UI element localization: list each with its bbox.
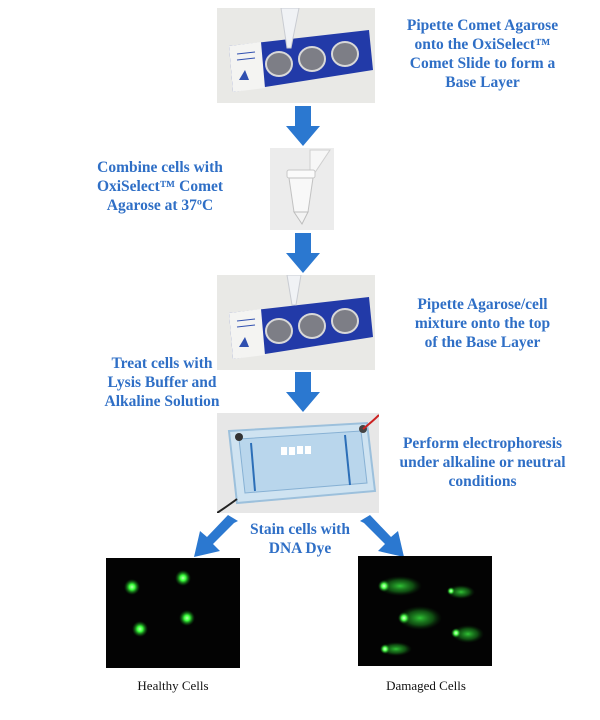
healthy-cells-caption: Healthy Cells: [137, 678, 209, 693]
diagonal-arrow-left: [190, 515, 238, 557]
step2-line-2: OxiSelect™ Comet: [96, 178, 224, 195]
comet-slide-photo-2: [217, 275, 375, 370]
tube-photo: [270, 148, 334, 230]
damaged-cells-caption: Damaged Cells: [386, 678, 466, 693]
step1-line-3: Comet Slide to form a: [409, 55, 556, 72]
step3-line-1: Pipette Agarose/cell: [417, 296, 548, 313]
step1-label: Pipette Comet Agarose onto the OxiSelect…: [380, 16, 585, 92]
step3-line-3: of the Base Layer: [424, 334, 541, 351]
step3-label: Pipette Agarose/cell mixture onto the to…: [385, 295, 580, 352]
step4-line-1: Treat cells with: [111, 355, 213, 372]
electrophoresis-tank-photo: [217, 413, 379, 513]
down-arrow-1: [286, 106, 320, 146]
step1-line-4: Base Layer: [445, 74, 520, 91]
healthy-cells-image: [106, 558, 240, 668]
step1-line-2: onto the OxiSelect™: [414, 36, 551, 53]
damaged-cells-image: [358, 556, 492, 666]
step2-label: Combine cells with OxiSelect™ Comet Agar…: [62, 158, 258, 215]
down-arrow-2: [286, 233, 320, 273]
down-arrow-3: [286, 372, 320, 412]
step4-label: Treat cells with Lysis Buffer and Alkali…: [62, 354, 262, 411]
step2-line-3: Agarose at 37ºC: [106, 197, 214, 214]
step5-line-3: conditions: [448, 473, 517, 490]
step6-line-2: DNA Dye: [268, 540, 332, 557]
comet-slide-photo-1: [217, 8, 375, 103]
step5-line-2: under alkaline or neutral: [399, 454, 566, 471]
step4-line-3: Alkaline Solution: [104, 393, 220, 410]
step1-line-1: Pipette Comet Agarose: [406, 17, 559, 34]
diagonal-arrow-right: [360, 515, 408, 557]
step2-line-1: Combine cells with: [97, 159, 223, 176]
step6-line-1: Stain cells with: [250, 521, 350, 538]
step3-line-2: mixture onto the top: [414, 315, 551, 332]
step4-line-2: Lysis Buffer and: [107, 374, 217, 391]
step6-label: Stain cells with DNA Dye: [225, 520, 375, 558]
step5-label: Perform electrophoresis under alkaline o…: [380, 434, 585, 491]
step5-line-1: Perform electrophoresis: [402, 435, 563, 452]
